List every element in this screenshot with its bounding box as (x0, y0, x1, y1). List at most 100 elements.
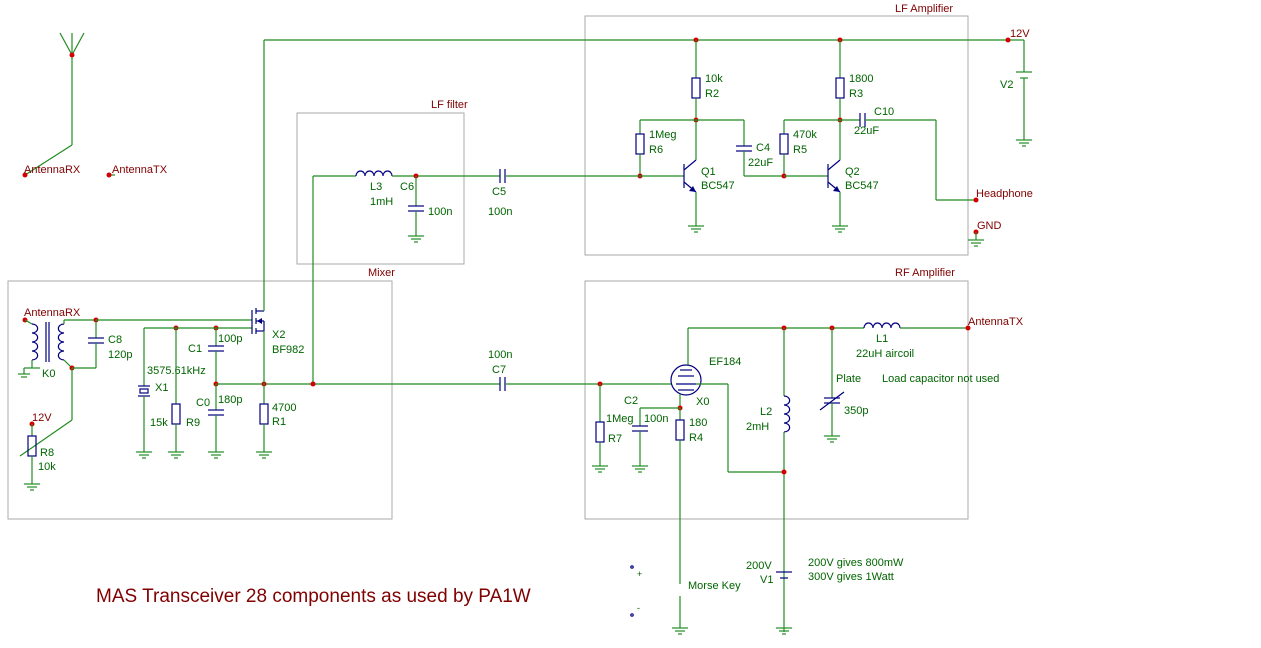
plate-value: 350p (844, 405, 868, 417)
capacitor-c7 (499, 377, 672, 391)
c2-value: 100n (644, 413, 668, 425)
v2-ref: V2 (1000, 79, 1013, 91)
svg-text:+: + (637, 569, 642, 579)
x0-value: EF184 (709, 356, 741, 368)
lf-filter-label: LF filter (431, 99, 468, 111)
gnd-connector (968, 229, 984, 247)
k0-ref: K0 (42, 368, 55, 380)
r5-value: 470k (793, 129, 817, 141)
mixer-block (7, 280, 393, 520)
crystal-x1 (136, 328, 152, 459)
battery-v1 (776, 571, 792, 635)
svg-text:-: - (637, 603, 640, 613)
morse-key-label: Morse Key (688, 580, 741, 592)
inductor-l1 (863, 322, 971, 331)
morse-key: + - (630, 565, 688, 635)
c4-ref: C4 (756, 142, 770, 154)
tube-x0 (670, 328, 702, 408)
resistor-r1 (256, 384, 272, 459)
c7-value: 100n (488, 349, 512, 361)
variable-capacitor-plate (819, 328, 845, 443)
antenna-symbol (22, 32, 115, 178)
resistor-r4 (675, 408, 685, 584)
resistor-r3 (835, 40, 845, 120)
c8-ref: C8 (108, 334, 122, 346)
x1-ref: X1 (155, 382, 168, 394)
r3-value: 1800 (849, 73, 873, 85)
q2-value: BC547 (845, 180, 879, 192)
r1-ref: R1 (272, 416, 286, 428)
transistor-q2 (784, 120, 848, 233)
r8-ref: R8 (40, 447, 54, 459)
capacitor-c0 (208, 384, 224, 459)
c2-ref: C2 (624, 395, 638, 407)
lf-amplifier-label: LF Amplifier (895, 3, 953, 15)
lf-filter-block (296, 112, 465, 265)
r9-value: 15k (150, 417, 168, 429)
supply-rail-12v (263, 37, 1024, 300)
c7-ref: C7 (492, 364, 506, 376)
r5-ref: R5 (793, 144, 807, 156)
c8-value: 120p (108, 349, 132, 361)
capacitor-c2 (632, 407, 680, 473)
l3-value: 1mH (370, 196, 393, 208)
x2-ref: X2 (272, 329, 285, 341)
capacitor-c5 (499, 169, 640, 183)
inductor-l2 (696, 328, 791, 632)
antenna-tx-label: AntennaTX (968, 316, 1024, 328)
resistor-r5 (779, 119, 840, 176)
capacitor-c6 (408, 176, 424, 243)
c10-value: 22uF (854, 125, 879, 137)
c0-ref: C0 (196, 397, 210, 409)
x2-value: BF982 (272, 344, 304, 356)
potentiometer-r8 (19, 368, 73, 491)
r2-ref: R2 (705, 88, 719, 100)
load-cap-note: Load capacitor not used (882, 373, 999, 385)
l1-value: 22uH aircoil (856, 348, 914, 360)
r6-ref: R6 (649, 144, 663, 156)
capacitor-c8 (88, 320, 104, 368)
capacitor-c10 (840, 113, 979, 203)
v12-top-label: 12V (1010, 28, 1030, 40)
power-note-1: 200V gives 800mW (808, 557, 904, 569)
resistor-r6 (635, 119, 696, 176)
c4-value: 22uF (748, 157, 773, 169)
c5-value: 100n (488, 206, 512, 218)
resistor-r9 (168, 328, 184, 459)
c1-value: 100p (218, 333, 242, 345)
mosfet-x2 (251, 300, 265, 384)
antenna-rx-top-label: AntennaRX (24, 164, 81, 176)
antenna-rx-label: AntennaRX (24, 307, 81, 319)
antenna-tx-top-label: AntennaTX (112, 164, 168, 176)
x0-ref: X0 (696, 396, 709, 408)
c0-value: 180p (218, 394, 242, 406)
capacitor-c1 (208, 328, 224, 384)
v12-left-label: 12V (32, 412, 52, 424)
l2-value: 2mH (746, 421, 769, 433)
c1-ref: C1 (188, 343, 202, 355)
transformer-k0 (18, 319, 96, 378)
r7-value: 1Meg (606, 413, 634, 425)
c6-value: 100n (428, 206, 452, 218)
r3-ref: R3 (849, 88, 863, 100)
rf-amplifier-block (584, 280, 969, 520)
transistor-q1 (640, 120, 704, 233)
diagram-title: MAS Transceiver 28 components as used by… (96, 586, 531, 607)
c6-ref: C6 (400, 181, 414, 193)
rf-amplifier-label: RF Amplifier (895, 267, 955, 279)
q1-value: BC547 (701, 180, 735, 192)
lf-amplifier-block (584, 15, 969, 256)
v1-value: 200V (746, 560, 772, 572)
mixer-label: Mixer (368, 267, 395, 279)
c5-ref: C5 (492, 186, 506, 198)
r7-ref: R7 (608, 433, 622, 445)
c10-ref: C10 (874, 106, 894, 118)
q2-ref: Q2 (845, 166, 860, 178)
l1-ref: L1 (876, 333, 888, 345)
r2-value: 10k (705, 73, 723, 85)
l3-ref: L3 (370, 181, 382, 193)
l2-ref: L2 (760, 406, 772, 418)
headphone-label: Headphone (976, 188, 1033, 200)
resistor-r7 (592, 384, 608, 473)
